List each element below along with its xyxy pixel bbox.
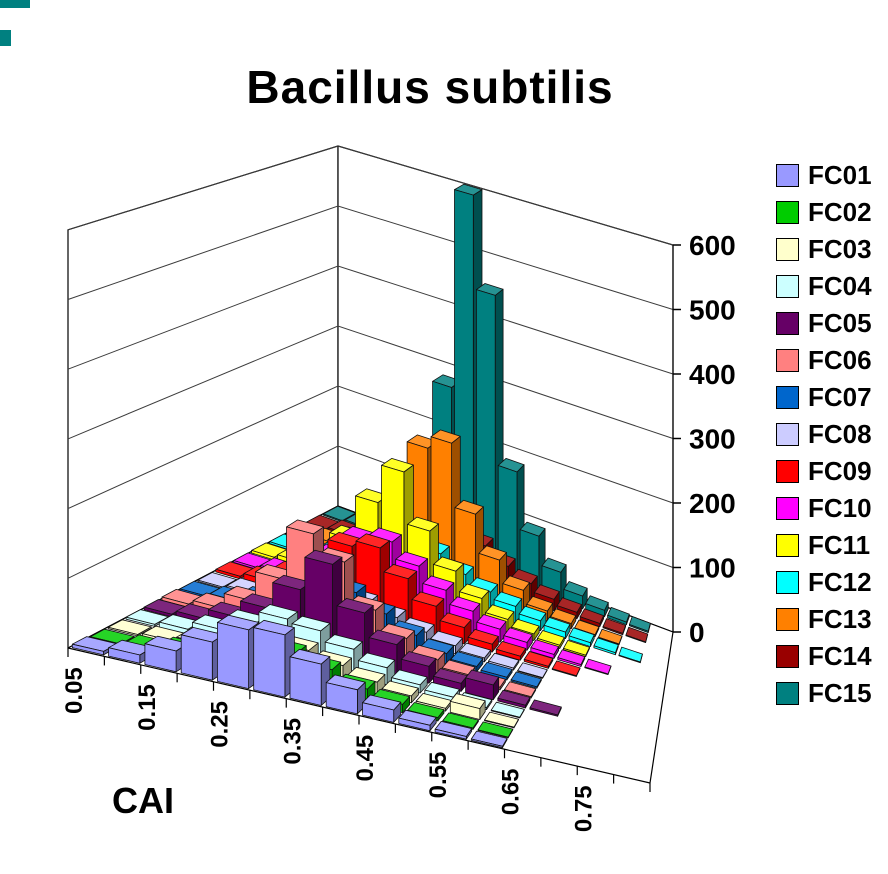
- svg-text:0.55: 0.55: [425, 752, 452, 799]
- legend-label: FC03: [808, 234, 872, 264]
- legend-swatch: [776, 348, 799, 372]
- bars: [71, 183, 651, 749]
- svg-text:0.45: 0.45: [352, 735, 379, 782]
- top-edge-artifact: [0, 30, 11, 46]
- legend-item: FC10: [776, 493, 872, 523]
- legend-swatch: [776, 681, 799, 705]
- svg-text:600: 600: [689, 230, 736, 261]
- svg-text:100: 100: [689, 553, 736, 584]
- legend-item: FC02: [776, 197, 872, 227]
- legend-item: FC13: [776, 604, 872, 634]
- svg-text:500: 500: [689, 295, 736, 326]
- legend-swatch: [776, 200, 799, 224]
- category-axis: 0.05 0.15 0.25 0.35 0.45 0.55 0.65 0.75: [61, 648, 651, 832]
- bars-series-FC01: [71, 614, 508, 749]
- x-axis-title: CAI: [112, 780, 174, 821]
- legend-label: FC06: [808, 345, 872, 375]
- legend-label: FC15: [808, 678, 872, 708]
- legend-label: FC11: [808, 530, 871, 560]
- legend-item: FC12: [776, 567, 872, 597]
- svg-text:0.05: 0.05: [61, 667, 88, 714]
- legend-swatch: [776, 422, 799, 446]
- legend-label: FC10: [808, 493, 872, 523]
- legend-label: FC13: [808, 604, 872, 634]
- legend-label: FC12: [808, 567, 872, 597]
- chart-title: Bacillus subtilis: [246, 61, 614, 113]
- gridlines: [67, 145, 674, 579]
- legend-item: FC01: [776, 160, 872, 190]
- legend-swatch: [776, 163, 799, 187]
- svg-text:0: 0: [689, 617, 705, 648]
- legend-label: FC08: [808, 419, 872, 449]
- svg-text:400: 400: [689, 359, 736, 390]
- legend-item: FC04: [776, 271, 872, 301]
- legend-swatch: [776, 237, 799, 261]
- legend-item: FC09: [776, 456, 872, 486]
- svg-text:0.65: 0.65: [498, 768, 525, 815]
- legend-label: FC02: [808, 197, 872, 227]
- legend-swatch: [776, 459, 799, 483]
- legend-item: FC14: [776, 641, 872, 671]
- legend-swatch: [776, 385, 799, 409]
- legend-label: FC04: [808, 271, 872, 301]
- svg-text:0.25: 0.25: [207, 701, 234, 748]
- svg-text:300: 300: [689, 424, 736, 455]
- legend-label: FC07: [808, 382, 872, 412]
- svg-text:0.15: 0.15: [134, 684, 161, 731]
- legend-swatch: [776, 533, 799, 557]
- legend-label: FC09: [808, 456, 872, 486]
- legend-item: FC08: [776, 419, 872, 449]
- legend-swatch: [776, 496, 799, 520]
- legend-label: FC01: [808, 160, 872, 190]
- legend-label: FC14: [808, 641, 872, 671]
- legend-swatch: [776, 644, 799, 668]
- svg-text:0.35: 0.35: [279, 718, 306, 765]
- legend-swatch: [776, 311, 799, 335]
- legend-label: FC05: [808, 308, 872, 338]
- legend-swatch: [776, 607, 799, 631]
- legend-swatch: [776, 570, 799, 594]
- legend-item: FC07: [776, 382, 872, 412]
- legend-item: FC11: [776, 530, 872, 560]
- legend-item: FC06: [776, 345, 872, 375]
- legend-item: FC03: [776, 234, 872, 264]
- legend-item: FC05: [776, 308, 872, 338]
- legend-item: FC15: [776, 678, 872, 708]
- svg-text:200: 200: [689, 488, 736, 519]
- top-edge-artifact: [0, 0, 30, 8]
- legend-swatch: [776, 274, 799, 298]
- value-axis: 0 100 200 300 400 500 600: [672, 230, 736, 648]
- svg-text:0.75: 0.75: [570, 785, 597, 832]
